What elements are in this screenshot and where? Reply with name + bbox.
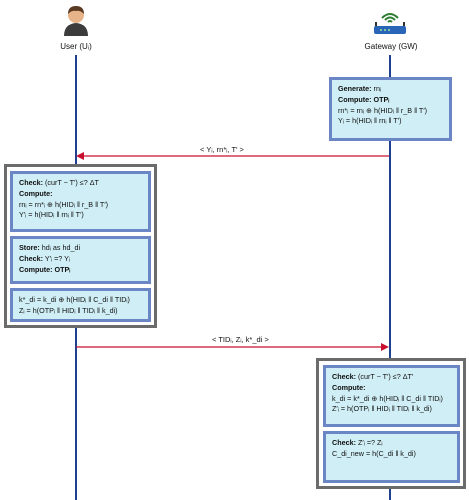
u2-line2-bold: Check: — [19, 253, 43, 263]
gw2-line2-bold: Compute: — [332, 382, 366, 392]
user-compute-box: k*_di = k_di ⊕ h(HIDᵢ ‖ C_di ‖ TIDᵢ) Zᵢ … — [10, 288, 151, 322]
gw3-line1-text: Z′ᵢ =? Zᵢ — [355, 438, 383, 447]
user-check-box: Check: (curT − T′) ≤? ΔT Compute: rnᵢ = … — [10, 171, 151, 232]
gateway-actor-label: Gateway (GW) — [364, 42, 418, 51]
gw1-line2-bold: Compute: OTPᵢ — [338, 94, 390, 104]
gateway-check-box: Check: (curT − T′) ≤? ΔT′ Compute: k_di … — [323, 365, 460, 427]
u3-line1-text: k*_di = k_di ⊕ h(HIDᵢ ‖ C_di ‖ TIDᵢ) — [19, 295, 130, 304]
gw1-line4-text: Yᵢ = h(HIDᵢ ‖ rnᵢ ‖ T′) — [338, 116, 402, 126]
u1-line1-text: (curT − T′) ≤? ΔT — [42, 178, 99, 187]
user-actor-label: User (Uᵢ) — [60, 42, 92, 51]
gw1-line3-text: rn*ᵢ = rnᵢ ⊕ h(HIDᵢ ‖ r_B ‖ T′) — [338, 105, 428, 115]
gw2-line1-bold: Check: — [332, 372, 356, 381]
gw1-line1-bold: Generate: — [338, 84, 372, 93]
user-avatar-icon — [64, 6, 88, 36]
user-store-box: Store: hdᵢ as hd_di Check: Y′ᵢ =? Yᵢ Com… — [10, 236, 151, 284]
u2-line1-text: hdᵢ as hd_di — [39, 243, 81, 252]
u2-line3-bold: Compute: OTPᵢ — [19, 264, 71, 274]
gw3-line1-bold: Check: — [332, 438, 356, 447]
gateway-generate-box: Generate: rnᵢ Compute: OTPᵢ rn*ᵢ = rnᵢ ⊕… — [329, 77, 452, 141]
gw2-line4-text: Z′ᵢ = h(OTPᵢ ‖ HIDᵢ ‖ TIDᵢ ‖ k_di) — [332, 404, 432, 414]
u2-line1-bold: Store: — [19, 243, 40, 252]
gateway-verify-box: Check: Z′ᵢ =? Zᵢ C_di_new = h(C_di ‖ k_d… — [323, 431, 460, 483]
gw3-line2-text: C_di_new = h(C_di ‖ k_di) — [332, 448, 416, 458]
gateway-lifeline — [389, 55, 391, 500]
gw1-line1-text: rnᵢ — [371, 84, 382, 93]
message-1-label: < Yᵢ, rn*ᵢ, T′ > — [200, 145, 244, 154]
message-2-label: < TIDᵢ, Zᵢ, k*_di > — [212, 335, 269, 344]
u2-line2-text: Y′ᵢ =? Yᵢ — [42, 253, 71, 263]
u1-line3-text: rnᵢ = rn*ᵢ ⊕ h(HIDᵢ ‖ r_B ‖ T′) — [19, 199, 109, 209]
u1-line4-text: Y′ᵢ = h(HIDᵢ ‖ rnᵢ ‖ T′) — [19, 210, 84, 220]
gw2-line3-text: k_di = k*_di ⊕ h(HIDᵢ ‖ C_di ‖ TIDᵢ) — [332, 393, 443, 403]
gw2-line1-text: (curT − T′) ≤? ΔT′ — [355, 372, 414, 381]
u1-line1-bold: Check: — [19, 178, 43, 187]
router-icon — [374, 13, 406, 34]
u3-line2-text: Zᵢ = h(OTPᵢ ‖ HIDᵢ ‖ TIDᵢ ‖ k_di) — [19, 305, 118, 315]
u1-line2-bold: Compute: — [19, 188, 53, 198]
